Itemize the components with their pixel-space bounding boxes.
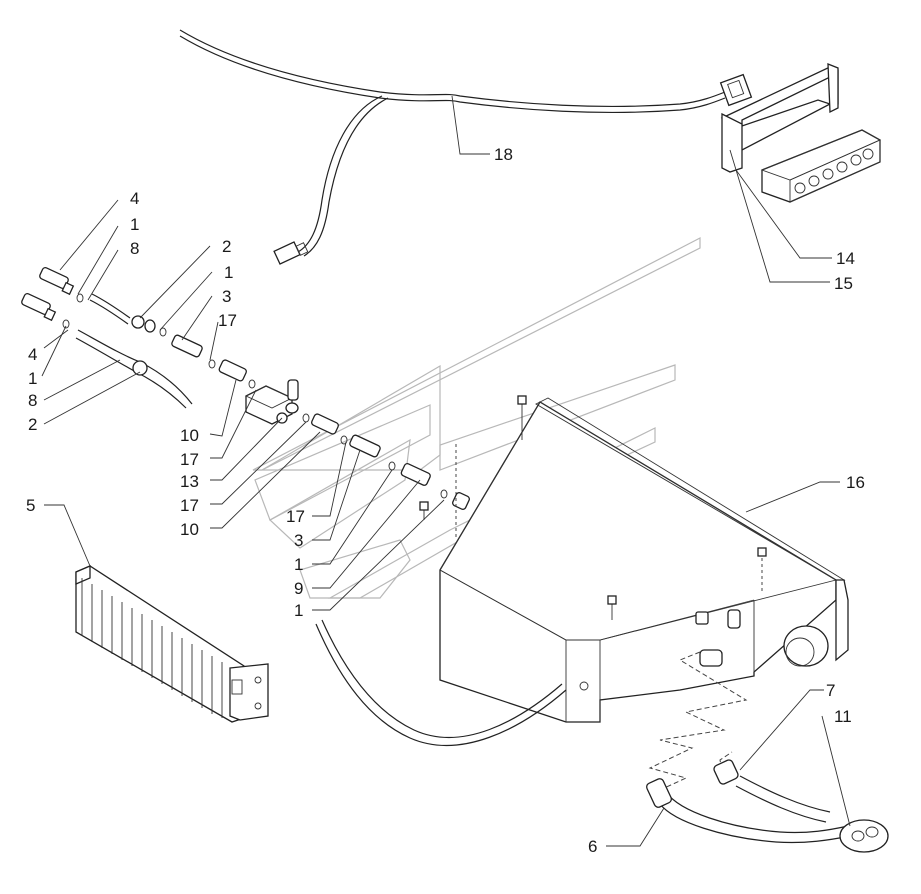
callout-4-top: 4 [130,189,139,208]
callout-10-b: 10 [180,520,199,539]
callout-7: 7 [826,681,835,700]
callout-8-top: 8 [130,239,139,258]
callout-13: 13 [180,472,199,491]
callout-9: 9 [294,579,303,598]
coolant-pipes [646,651,889,853]
callout-10-a: 10 [180,426,199,445]
callout-2-left: 2 [28,415,37,434]
callout-17-d: 17 [286,507,305,526]
callout-1-left: 1 [28,369,37,388]
leader-lines [41,95,851,847]
heater-box-part [419,395,849,723]
radiator-part [75,565,269,723]
callout-3-top: 3 [222,287,231,306]
callout-4-left: 4 [28,345,37,364]
callout-14: 14 [836,249,855,268]
center-connector-chain [171,334,470,510]
callout-5: 5 [26,496,35,515]
callout-16: 16 [846,473,865,492]
wiring-harness [179,29,753,265]
hose-lower [315,619,567,746]
callout-8-left: 8 [28,391,37,410]
callout-1-top: 1 [130,215,139,234]
callout-6: 6 [588,837,597,856]
callout-17-top: 17 [218,311,237,330]
callout-17-b: 17 [180,450,199,469]
control-panel-part [760,129,882,203]
callout-1-d: 1 [294,555,303,574]
callout-1-e: 1 [294,601,303,620]
callout-1-mid: 1 [224,263,233,282]
callout-18: 18 [494,145,513,164]
callout-11: 11 [834,707,852,726]
callout-labels: 18 14 15 4 1 8 2 1 3 17 4 1 8 2 10 17 13… [26,145,865,856]
callout-15: 15 [834,274,853,293]
callout-17-c: 17 [180,496,199,515]
watermark-logo [252,237,701,599]
callout-2-top: 2 [222,237,231,256]
callout-3-b: 3 [294,531,303,550]
lower-fitting-group [21,292,193,409]
upper-fitting-group [39,266,167,337]
